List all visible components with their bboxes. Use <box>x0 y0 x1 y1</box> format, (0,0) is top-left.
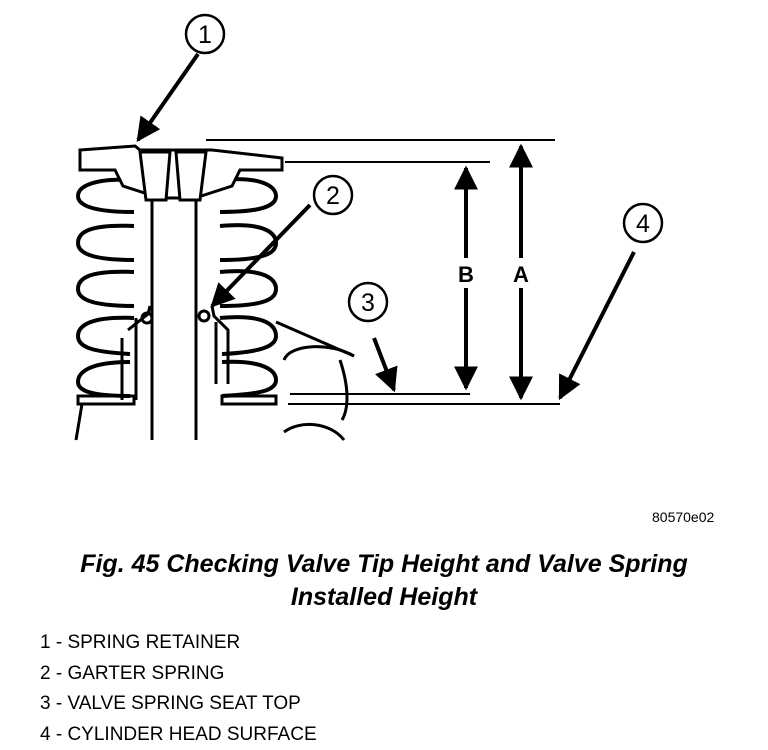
figure-caption: Fig. 45 Checking Valve Tip Height and Va… <box>0 548 768 614</box>
legend-item: 3 - VALVE SPRING SEAT TOP <box>40 689 317 720</box>
legend-item: 4 - CYLINDER HEAD SURFACE <box>40 720 317 750</box>
figure-id-code: 80570e02 <box>652 509 714 525</box>
dimension-a-label: A <box>513 262 529 287</box>
callout-4-number: 4 <box>636 210 650 238</box>
caption-line-2: Installed Height <box>0 581 768 614</box>
caption-line-1: Fig. 45 Checking Valve Tip Height and Va… <box>0 548 768 581</box>
callout-2-number: 2 <box>326 182 340 210</box>
legend-item: 2 - GARTER SPRING <box>40 659 317 690</box>
valve-spring <box>78 179 276 396</box>
callout-4-leader <box>560 252 634 398</box>
callout-1-leader <box>138 54 198 140</box>
callout-2-leader <box>212 205 310 306</box>
callout-3-number: 3 <box>361 289 375 317</box>
valve-seal <box>122 306 228 400</box>
callout-1-number: 1 <box>198 21 212 49</box>
legend-item: 1 - SPRING RETAINER <box>40 628 317 659</box>
valve-spring-diagram: B A 1 2 3 4 <box>0 0 768 530</box>
legend-list: 1 - SPRING RETAINER 2 - GARTER SPRING 3 … <box>40 628 317 750</box>
callout-3-leader <box>374 338 394 390</box>
dimension-b-label: B <box>458 262 474 287</box>
